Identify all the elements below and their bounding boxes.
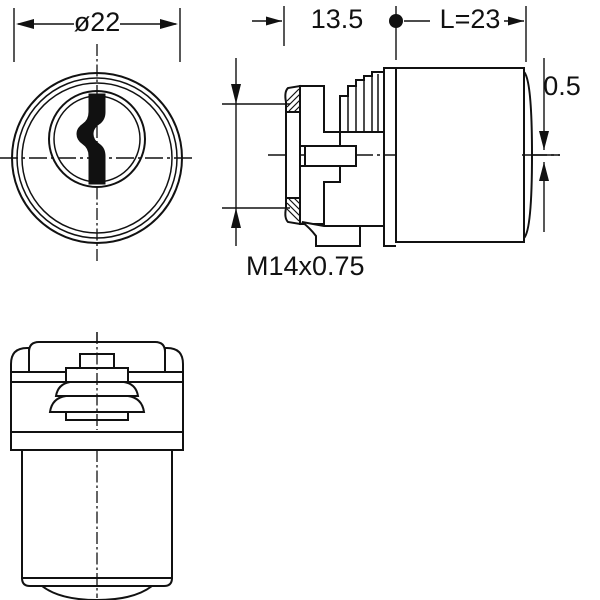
dimension-thread-spec: M14x0.75	[222, 58, 365, 281]
outer-bezel-ring-2	[16, 77, 178, 239]
cap-thickness-arrow-down-icon	[539, 131, 549, 150]
thread-hatch-line	[293, 105, 301, 113]
flange-web	[285, 111, 301, 199]
thread-hatch-lower	[286, 197, 301, 222]
diameter-label: ø22	[74, 7, 121, 37]
collar-length-label: 13.5	[311, 4, 364, 34]
rear-view	[10, 332, 184, 600]
keyway-slot	[76, 93, 106, 185]
mounting-lug	[301, 221, 361, 247]
spline-ribs	[347, 74, 379, 132]
thread-hatch-line	[286, 93, 301, 108]
cap-thickness-arrow-up-icon	[539, 162, 549, 181]
thread-hatch-line	[286, 208, 300, 222]
thread-spec-label: M14x0.75	[246, 251, 365, 281]
thread-hatch-line	[286, 88, 300, 102]
side-view: 13.5 L=23 0.5 M14x0.75	[222, 4, 581, 281]
shoulder-wing-right	[164, 347, 184, 373]
tailpiece-slot	[304, 145, 357, 167]
diameter-arrow-left-icon	[16, 19, 34, 29]
outer-bezel-ring-3	[21, 82, 173, 234]
collar-upper-body	[299, 85, 341, 147]
thread-hatch-line	[293, 197, 301, 205]
diameter-arrow-right-icon	[160, 19, 178, 29]
cylinder-body	[395, 67, 525, 243]
collar-band-lower	[10, 431, 184, 451]
thread-hatch-line	[286, 202, 301, 217]
body-length-label: L=23	[440, 4, 501, 34]
dimension-diameter: ø22	[13, 7, 181, 62]
thread-hatch-upper	[286, 88, 301, 113]
cap-thickness-label: 0.5	[543, 71, 581, 101]
plug-ring-outer	[48, 90, 146, 188]
collar-lower-body	[299, 165, 341, 225]
dimension-cap-thickness: 0.5	[522, 58, 581, 232]
shoulder-wing-left	[10, 347, 30, 373]
body-shoulder-step	[383, 67, 396, 247]
front-view: ø22	[0, 7, 196, 262]
dimension-lengths: 13.5 L=23	[252, 4, 527, 62]
outer-bezel-ring-1	[11, 72, 183, 244]
thread-arrow-down-icon	[231, 84, 241, 104]
collar-arrow-left-icon	[266, 16, 282, 26]
body-arrow-right-icon	[508, 16, 524, 26]
dimension-origin-dot-icon	[389, 14, 403, 28]
thread-hatch-line	[288, 198, 301, 211]
thread-hatch-line	[288, 99, 301, 112]
thread-arrow-up-icon	[231, 208, 241, 228]
